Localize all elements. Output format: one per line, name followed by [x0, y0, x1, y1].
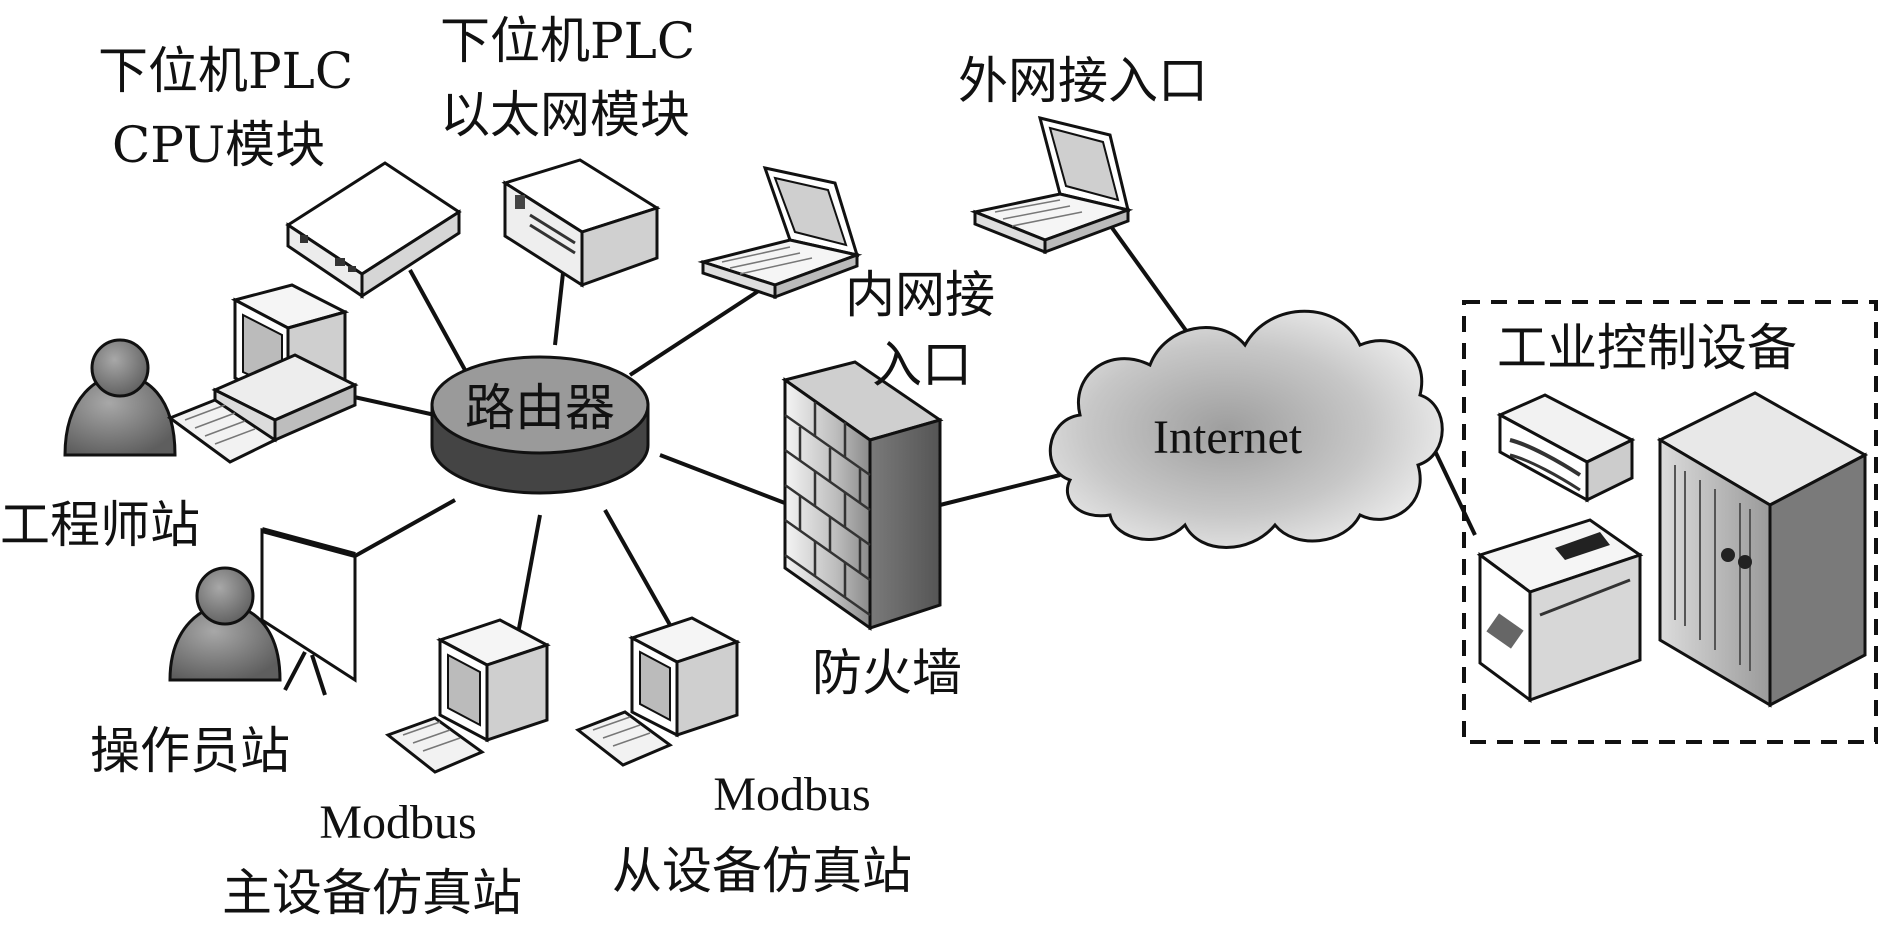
plc-cpu-label-line1: 下位机PLC: [98, 42, 353, 100]
server-cabinet-icon: [1656, 391, 1869, 708]
link-extranet-internet: [1108, 223, 1202, 352]
router-icon: [430, 355, 650, 495]
engineer-person-icon: [63, 338, 177, 457]
plc-cpu-module-icon: [285, 161, 462, 299]
link-router-modbus-master: [513, 514, 542, 651]
operator-station-icon: [168, 527, 357, 696]
modbus-master-label-line2: 主设备仿真站: [222, 864, 522, 922]
firewall-icon: [781, 360, 944, 631]
industrial-equipment-label: 工业控制设备: [1497, 319, 1797, 377]
plc-eth-label-line2: 以太网模块: [440, 86, 690, 144]
modbus-slave-label-line1: Modbus: [713, 768, 870, 821]
internet-label: Internet: [1153, 411, 1303, 464]
engineer-station-label: 工程师站: [0, 496, 200, 554]
modbus-master-desktop-icon: [384, 618, 551, 774]
link-router-firewall: [659, 453, 791, 507]
labels: 路由器 下位机PLC CPU模块 下位机PLC 以太网模块 外网接入口 内网接 …: [0, 12, 1797, 922]
link-router-plc-cpu: [408, 269, 467, 371]
plc-ethernet-module-icon: [501, 158, 661, 288]
router-label: 路由器: [465, 379, 615, 437]
modbus-slave-label-line2: 从设备仿真站: [612, 842, 912, 900]
operator-station-label: 操作员站: [90, 722, 290, 780]
printer-icon: [1476, 518, 1644, 703]
link-router-modbus-slave: [603, 509, 672, 626]
modbus-master-label-line1: Modbus: [319, 796, 476, 849]
industrial-equipment-group: [1462, 300, 1878, 744]
small-device-icon: [1496, 393, 1636, 503]
link-router-engineer: [344, 393, 436, 417]
modbus-slave-desktop-icon: [574, 616, 741, 767]
plc-eth-label-line1: 下位机PLC: [440, 12, 695, 70]
extranet-laptop-icon: [969, 115, 1134, 255]
intranet-laptop-icon: [697, 165, 863, 300]
operator-person-icon: [168, 566, 282, 682]
industrial-equipment-frame: [1462, 300, 1878, 744]
firewall-label: 防火墙: [812, 644, 962, 702]
link-firewall-internet: [939, 473, 1061, 507]
internet-cloud-icon: [1048, 309, 1444, 549]
projection-screen-icon: [260, 527, 357, 696]
engineer-station-icon: [63, 283, 359, 464]
engineer-desktop-icon: [166, 283, 359, 464]
link-router-intranet-laptop: [628, 288, 762, 377]
plc-cpu-label-line2: CPU模块: [112, 116, 325, 174]
intranet-entry-label-line1: 内网接: [845, 266, 995, 324]
extranet-entry-label: 外网接入口: [958, 52, 1208, 110]
intranet-entry-label-line2: 入口: [872, 336, 972, 394]
